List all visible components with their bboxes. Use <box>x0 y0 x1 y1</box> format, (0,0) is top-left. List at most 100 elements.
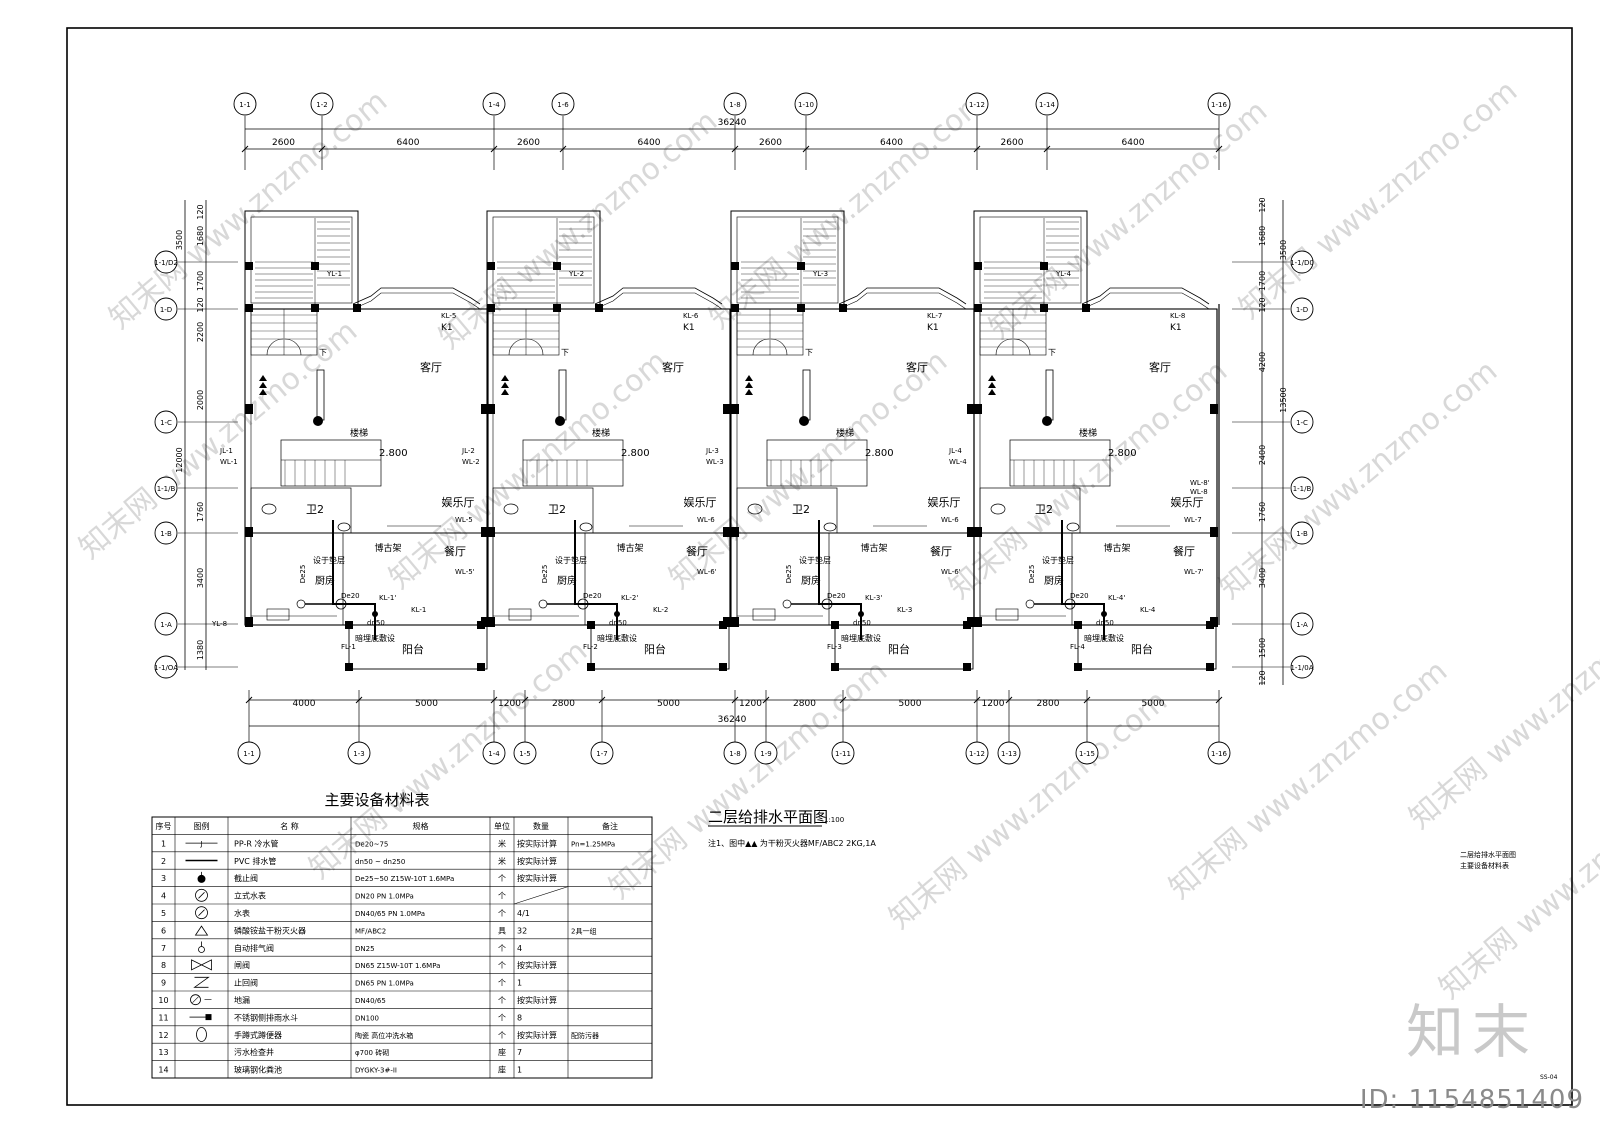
grid-bubble-top-circle <box>1035 92 1059 116</box>
room-dining: 餐厅 <box>1173 544 1195 558</box>
table-cell-no: 3 <box>161 874 166 883</box>
label-concealed: 暗埋底敷设 <box>1084 633 1124 643</box>
stove-icon <box>508 608 532 621</box>
toilet-icon <box>503 503 519 515</box>
grid-bubble-bottom-label: 1-4 <box>488 750 500 758</box>
column <box>245 527 253 537</box>
gate-valve-icon <box>191 959 212 971</box>
room-living: 客厅 <box>906 360 928 374</box>
column <box>974 404 982 414</box>
door-swing <box>752 338 770 356</box>
dim-seg-bottom: 1200 <box>498 699 521 709</box>
label-de: De20 <box>341 592 360 600</box>
air-valve-icon <box>198 946 205 953</box>
grid-bubble-bottom-circle <box>754 741 778 765</box>
dim-seg-bottom: 5000 <box>1142 699 1165 709</box>
grid-bubble-bottom-label: 1-5 <box>519 750 530 758</box>
stair-tower-inner <box>250 216 353 304</box>
table-cell-note: 2具一组 <box>571 926 596 935</box>
dim-right: 2400 <box>1258 445 1267 465</box>
column <box>719 663 727 671</box>
column <box>1206 663 1214 671</box>
label-yl: YL-3 <box>812 270 828 278</box>
table-cell-qty: 按实际计算 <box>517 856 557 866</box>
dim-left: 1700 <box>196 271 205 291</box>
grid-bubble-top-circle <box>233 92 257 116</box>
grid-bubble-top-circle <box>551 92 575 116</box>
riser-dot <box>313 416 323 426</box>
dim-left: 3500 <box>175 230 184 250</box>
dim-tick <box>559 145 567 153</box>
column <box>487 617 495 627</box>
grid-bubble-top-label: 1-1 <box>239 101 250 109</box>
column <box>723 527 731 537</box>
label-kl: KL-5 <box>441 312 456 320</box>
label-shelf: 博古架 <box>616 542 643 554</box>
dim-right: 1500 <box>1258 638 1267 658</box>
table-cell-name: 手蹲式蹲便器 <box>234 1030 282 1040</box>
dim-seg-bottom: 5000 <box>899 699 922 709</box>
table-cell-unit: 个 <box>498 961 506 970</box>
watermark-text: 知末网 www.znzmo.com <box>103 84 394 336</box>
table-header: 备注 <box>602 821 618 831</box>
label-fl: FL-4 <box>1070 643 1085 651</box>
dim-right: 1680 <box>1258 226 1267 246</box>
column <box>487 262 495 270</box>
table-cell-qty: 7 <box>517 1048 522 1057</box>
meter-icon <box>821 598 833 610</box>
column <box>974 527 982 537</box>
dim-left: 1760 <box>196 502 205 522</box>
column <box>723 617 731 627</box>
table-header: 图例 <box>194 821 210 831</box>
dim-tick <box>521 696 529 704</box>
stair-tower-inner <box>492 216 595 304</box>
extinguisher-icon <box>194 925 209 936</box>
label-shelf: 博古架 <box>1103 542 1130 554</box>
door-swing <box>284 338 302 356</box>
dim-tick <box>490 696 498 704</box>
dim-seg-top: 6400 <box>397 138 420 148</box>
room-dining: 餐厅 <box>444 544 466 558</box>
grid-bubble-left-circle <box>154 476 178 500</box>
id-label: ID: 1154851409 <box>1359 1085 1584 1115</box>
label-jl: JL-2 <box>461 447 475 455</box>
label-wl2: WL-7 <box>1184 516 1202 524</box>
dim-seg-top: 6400 <box>638 138 661 148</box>
table-cell-unit: 米 <box>498 856 506 866</box>
room-wc: 卫2 <box>306 503 324 516</box>
grid-bubble-right-circle <box>1290 612 1314 636</box>
table-cell-unit: 个 <box>498 909 506 918</box>
unit-labels: 客厅楼梯2.800娱乐厅餐厅卫2博古架设于垫层厨房阳台暗埋底敷设下K1YL-1K… <box>219 270 475 656</box>
label-fl: FL-1 <box>341 643 356 651</box>
table-cell-no: 1 <box>161 839 166 848</box>
washbasin-icon <box>1066 522 1080 532</box>
label-kl2: KL-4 <box>1140 606 1156 614</box>
grid-bubble-right-label: 1-B <box>1296 530 1308 538</box>
grid-bubble-right-circle <box>1290 476 1314 500</box>
table-cell-qty: 8 <box>517 1013 522 1022</box>
table-title: 主要设备材料表 <box>324 791 429 809</box>
grid-bubble-left-circle <box>154 521 178 545</box>
check-valve-icon <box>193 976 210 988</box>
meter-icon <box>195 906 208 920</box>
column <box>487 404 495 414</box>
table-cell-qty: 1 <box>517 979 522 988</box>
label-kl1: KL-4' <box>1108 594 1125 602</box>
label-k1: K1 <box>1170 323 1182 333</box>
internal-stair <box>766 439 868 487</box>
stair-tower-inner <box>979 216 1082 304</box>
plan-layer <box>244 210 1220 671</box>
grid-bubble-bottom-label: 1-15 <box>1079 750 1095 758</box>
grid-bubble-top-label: 1-12 <box>969 101 985 109</box>
dim-right: 3500 <box>1279 240 1288 260</box>
grid-bubble-bottom-circle <box>513 741 537 765</box>
label-hanger: 设于垫层 <box>799 555 831 565</box>
table-cell-unit: 个 <box>498 1031 506 1040</box>
kitchen <box>250 532 344 626</box>
table-cell-qty: 32 <box>517 926 527 935</box>
stove-icon <box>752 608 776 621</box>
table-cell-spec: φ700 砖砌 <box>355 1048 389 1057</box>
table-cell-name: 污水检查井 <box>234 1047 274 1057</box>
grid-bubble-bottom-label: 1-3 <box>353 750 364 758</box>
